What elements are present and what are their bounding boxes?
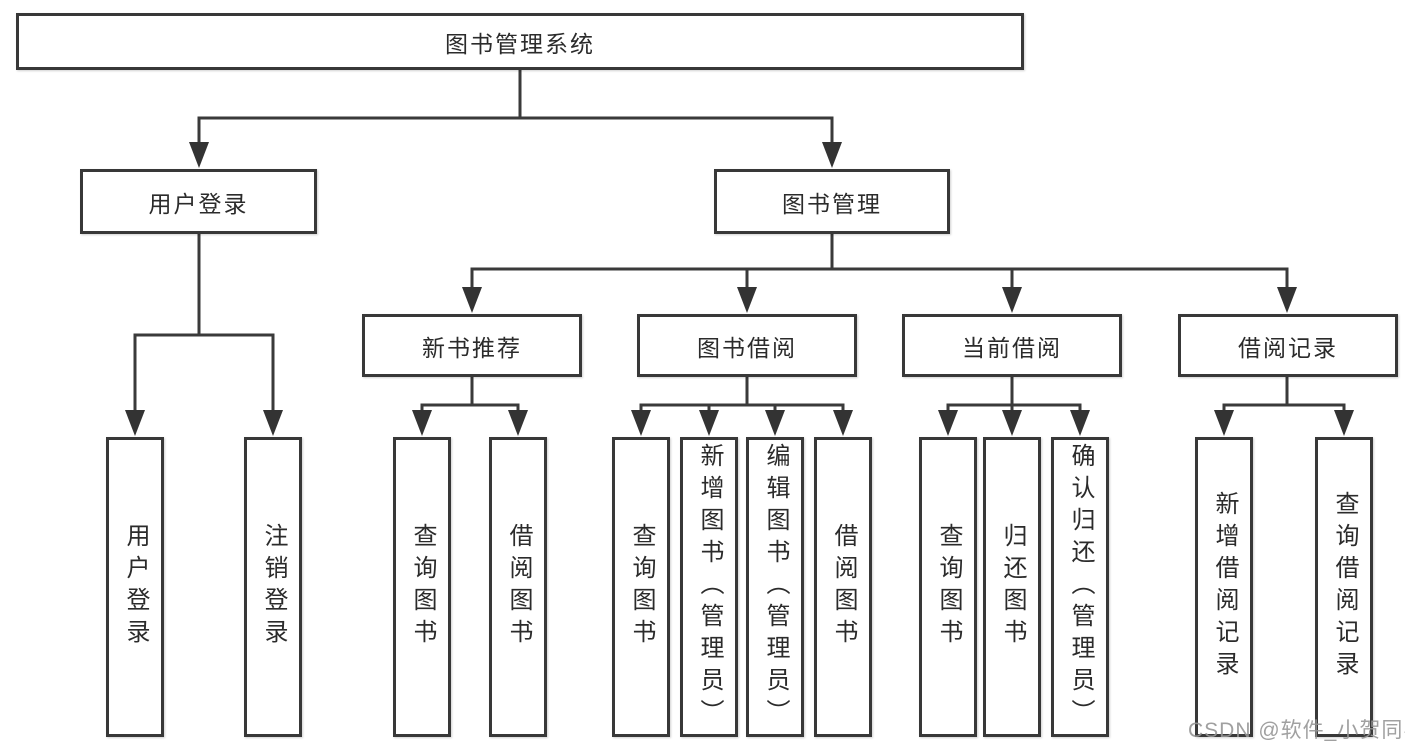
node-label: 注销登录 [260, 523, 287, 651]
node-book-management: 图书管理 [714, 169, 950, 234]
node-label: 借阅记录 [1238, 334, 1338, 361]
node-label: 归还图书 [999, 523, 1026, 651]
csdn-watermark: CSDN @软件_小贺同学 [1188, 719, 1405, 742]
node-root-library-system: 图书管理系统 [16, 13, 1024, 70]
node-label: 确认归还（管理员） [1067, 443, 1094, 731]
node-label: 图书借阅 [697, 334, 797, 361]
node-user-login: 用户登录 [80, 169, 317, 234]
node-label: 当前借阅 [962, 334, 1062, 361]
leaf-add-borrow-record: 新增借阅记录 [1195, 437, 1253, 737]
node-label: 查询图书 [409, 523, 436, 651]
node-label: 新书推荐 [422, 334, 522, 361]
connector-current-borrowing-children [938, 375, 1090, 436]
node-label: 编辑图书（管理员） [762, 443, 789, 731]
node-label: 查询借阅记录 [1331, 491, 1358, 683]
connector-borrowing-records-children [1214, 375, 1354, 436]
leaf-query-borrow-record: 查询借阅记录 [1315, 437, 1373, 737]
leaf-query-books-new: 查询图书 [393, 437, 451, 737]
node-label: 查询图书 [628, 523, 655, 651]
node-label: 用户登录 [122, 523, 149, 651]
node-label: 借阅图书 [830, 523, 857, 651]
leaf-query-books-current: 查询图书 [919, 437, 977, 737]
leaf-logout: 注销登录 [244, 437, 302, 737]
node-label: 借阅图书 [505, 523, 532, 651]
connector-user-login-children [125, 232, 283, 436]
leaf-confirm-return-admin: 确认归还（管理员） [1051, 437, 1109, 737]
leaf-borrow-books: 借阅图书 [814, 437, 872, 737]
leaf-edit-books-admin: 编辑图书（管理员） [746, 437, 804, 737]
node-label: 用户登录 [148, 190, 249, 217]
node-label: 新增借阅记录 [1211, 491, 1238, 683]
node-current-borrowing: 当前借阅 [902, 314, 1122, 377]
leaf-add-books-admin: 新增图书（管理员） [680, 437, 738, 737]
leaf-user-login: 用户登录 [106, 437, 164, 737]
connector-book-mgmt-children [462, 232, 1297, 313]
node-new-book-recommend: 新书推荐 [362, 314, 582, 377]
leaf-borrow-books-new: 借阅图书 [489, 437, 547, 737]
connector-root-to-level2 [189, 67, 842, 168]
node-label: 图书管理 [782, 190, 882, 217]
leaf-return-books: 归还图书 [983, 437, 1041, 737]
node-book-borrowing: 图书借阅 [637, 314, 857, 377]
node-label: 新增图书（管理员） [696, 443, 723, 731]
leaf-query-books-borrowing: 查询图书 [612, 437, 670, 737]
connector-new-books-children [412, 375, 528, 436]
node-label: 查询图书 [935, 523, 962, 651]
node-label: 图书管理系统 [445, 30, 595, 57]
node-borrowing-records: 借阅记录 [1178, 314, 1398, 377]
connector-book-borrowing-children [631, 375, 853, 436]
